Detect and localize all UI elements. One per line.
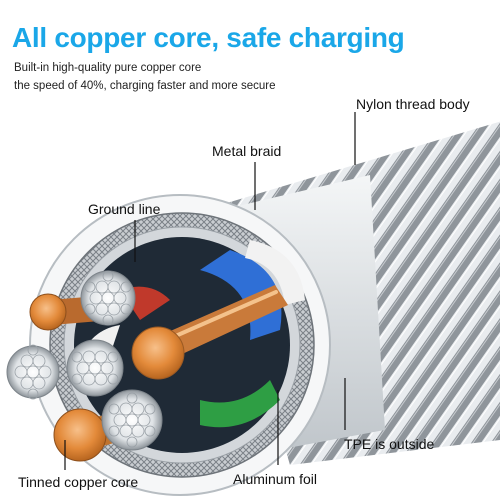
label-nylon-thread-body: Nylon thread body [356,96,470,112]
label-tinned-copper-core: Tinned copper core [18,474,139,490]
label-ground-line: Ground line [88,201,161,217]
strand-bundles [6,270,163,451]
label-aluminum-foil: Aluminum foil [233,471,318,487]
callout-leader-lines [64,112,356,470]
ground-line-bundle [80,270,136,326]
headline: All copper core, safe charging [12,22,405,53]
subtext-line-1: Built-in high-quality pure copper core [14,62,202,74]
copper-wire-center [131,285,288,380]
label-tpe-outside: TPE is outside [344,436,435,452]
label-metal-braid: Metal braid [212,143,282,159]
subtext-line-2: the speed of 40%, charging faster and mo… [14,80,276,92]
